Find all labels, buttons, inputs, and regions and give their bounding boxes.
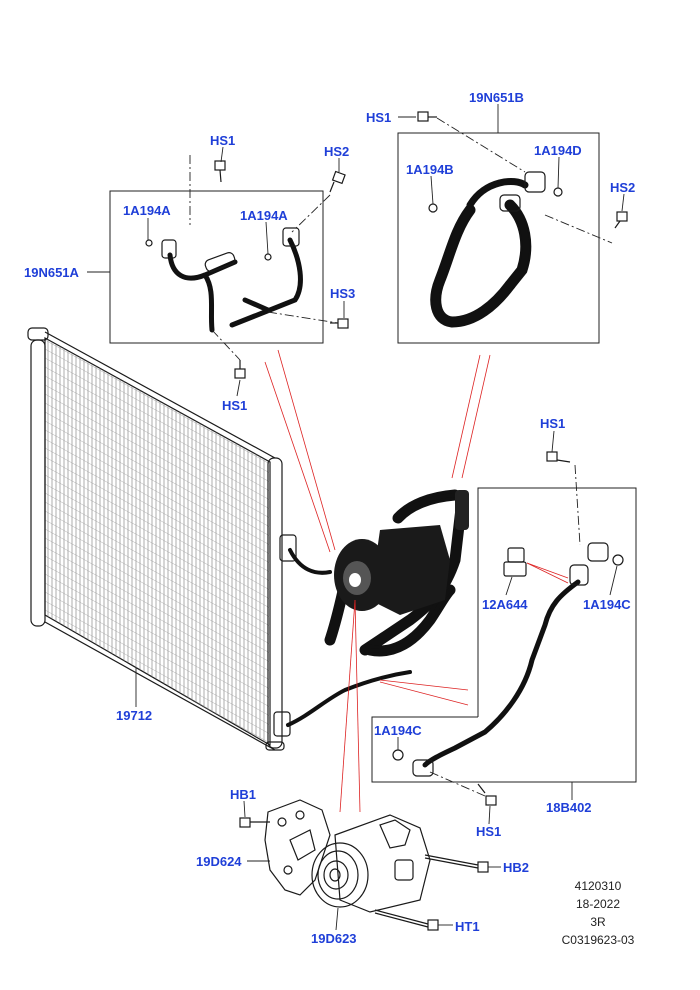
callout-1a194a: 1A194A xyxy=(123,203,171,218)
callout-1a194c: 1A194C xyxy=(374,723,422,738)
bolt-hs1-bottom xyxy=(477,783,497,806)
kit-box-19n651a xyxy=(109,190,324,344)
hose-assembly-19n651a xyxy=(145,227,303,333)
callout-1a194a: 1A194A xyxy=(240,208,288,223)
callout-12a644: 12A644 xyxy=(482,597,528,612)
bolt-hs1-right-top xyxy=(417,111,437,122)
callout-ht1: HT1 xyxy=(455,919,480,934)
reference-revision: 3R xyxy=(590,915,606,929)
compressor-19d623 xyxy=(311,814,431,913)
callout-labels: HS1 HS2 1A194A 1A194A 19N651A HS3 HS1 HS… xyxy=(24,90,635,946)
callout-hb1: HB1 xyxy=(230,787,256,802)
bolt-ht1 xyxy=(374,909,439,931)
callout-hs1: HS1 xyxy=(540,416,565,431)
callout-19712: 19712 xyxy=(116,708,152,723)
bolt-hs1-left-bottom xyxy=(234,360,246,379)
callout-hb2: HB2 xyxy=(503,860,529,875)
callout-hs1: HS1 xyxy=(222,398,247,413)
reference-number: 4120310 xyxy=(575,879,622,893)
reference-block: 4120310 18-2022 3R C0319623-03 xyxy=(562,879,635,947)
bolt-hs3 xyxy=(330,318,349,329)
callout-19d623: 19D623 xyxy=(311,931,357,946)
compressor-assembly-installed xyxy=(286,489,469,727)
bolt-hs2-right xyxy=(614,211,628,229)
bolt-hs2-left xyxy=(329,170,346,193)
reference-code: C0319623-03 xyxy=(562,933,635,947)
callout-18b402: 18B402 xyxy=(546,800,592,815)
callout-hs2: HS2 xyxy=(610,180,635,195)
bolt-hs1-mid xyxy=(546,451,571,463)
callout-1a194d: 1A194D xyxy=(534,143,582,158)
hose-assembly-19n651b xyxy=(428,171,563,328)
callout-hs3: HS3 xyxy=(330,286,355,301)
callout-1a194b: 1A194B xyxy=(406,162,454,177)
bolt-hb1 xyxy=(239,817,270,828)
callout-1a194c: 1A194C xyxy=(583,597,631,612)
callout-19n651a: 19N651A xyxy=(24,265,80,280)
pressure-sensor-12a644 xyxy=(503,547,527,577)
callout-leaders xyxy=(87,104,625,931)
callout-hs1: HS1 xyxy=(476,824,501,839)
reference-date: 18-2022 xyxy=(576,897,620,911)
bolt-hb2 xyxy=(424,854,489,873)
callout-hs1: HS1 xyxy=(366,110,391,125)
callout-hs2: HS2 xyxy=(324,144,349,159)
red-leader-lines xyxy=(264,349,569,813)
callout-19n651b: 19N651B xyxy=(469,90,524,105)
bolt-hs1-left-top xyxy=(214,160,226,183)
bracket-19d624 xyxy=(264,799,331,896)
kit-box-18b402 xyxy=(371,487,637,783)
callout-hs1: HS1 xyxy=(210,133,235,148)
callout-19d624: 19D624 xyxy=(196,854,242,869)
